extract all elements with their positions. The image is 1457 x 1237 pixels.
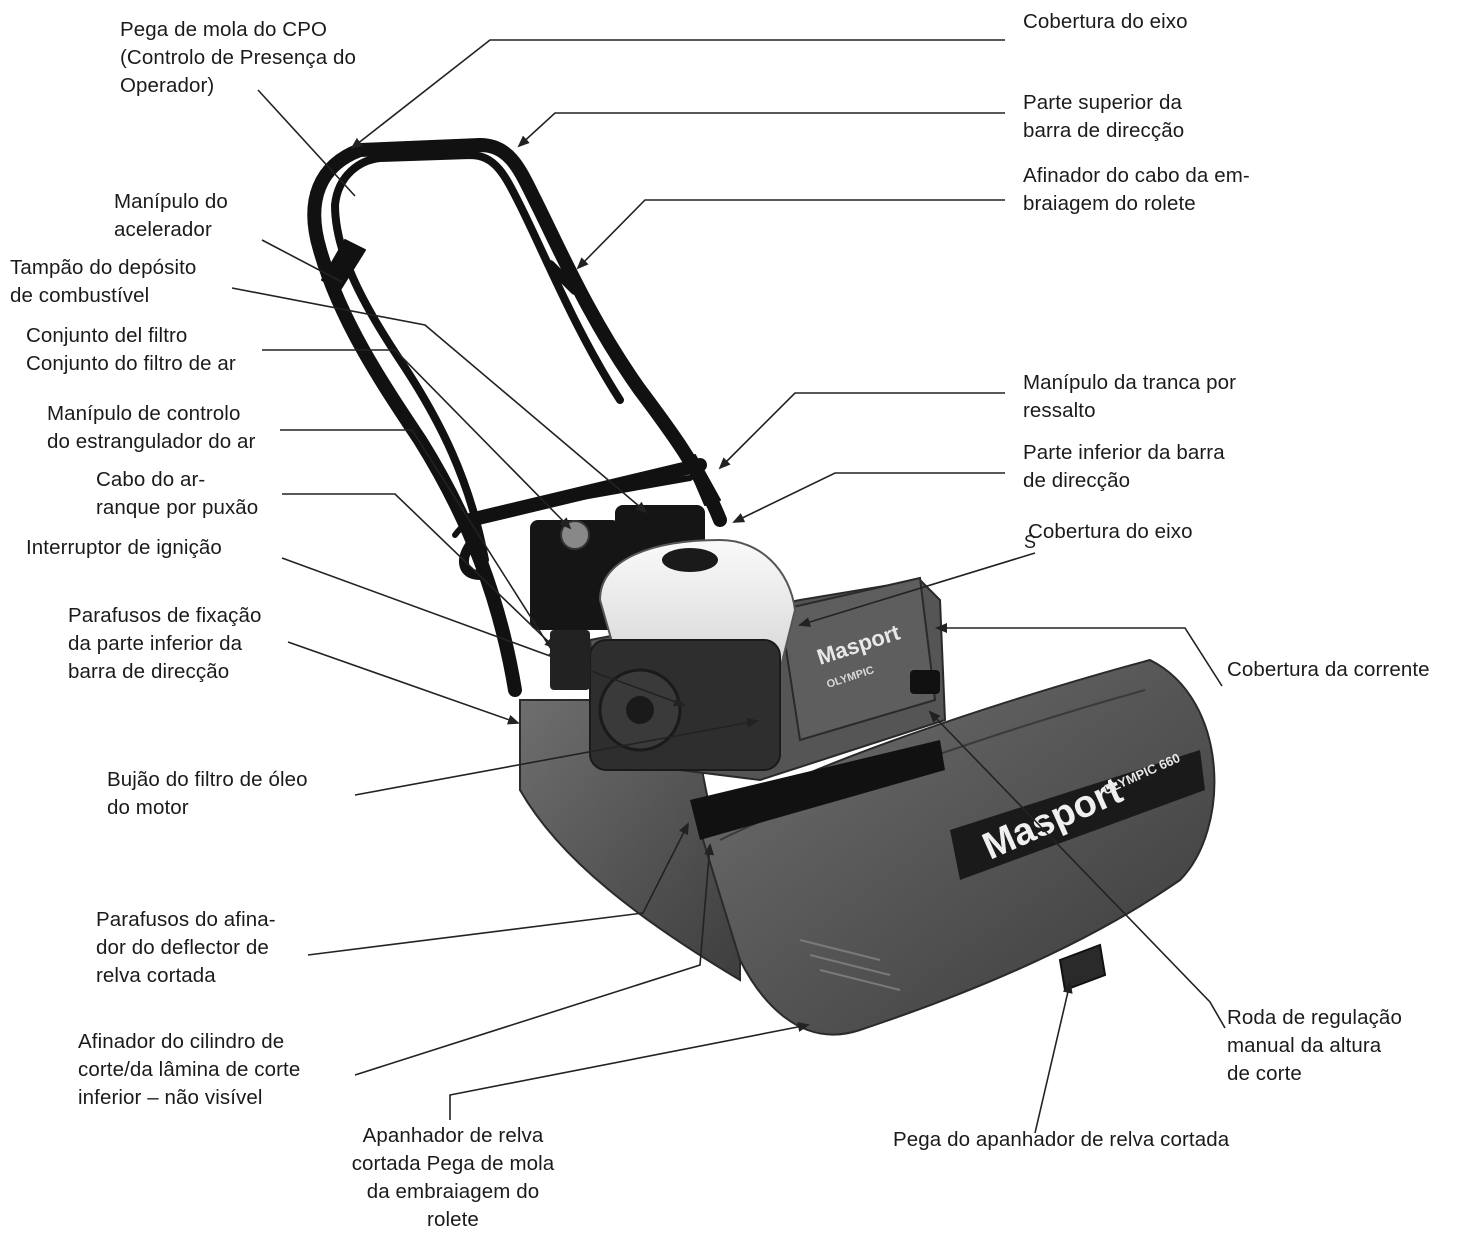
leader-lines [231,39,1226,1134]
label-upper-handle: Parte superior da barra de direcção [1023,91,1185,142]
label-lower-handle: Parte inferior da barra de direcção [1023,441,1225,492]
stray-glyph: S [1024,532,1037,552]
label-latch-lever: Manípulo da tranca por ressalto [1023,371,1237,422]
label-axle-cover-mid: Cobertura do eixo [1028,520,1193,543]
label-oil-plug: Bujão do filtro de óleo do motor [107,768,308,819]
label-handle-bolts: Parafusos de fixação da parte inferior d… [68,604,262,683]
label-opc-spring-handle: Pega de mola do CPO (Controlo de Presenç… [120,18,357,97]
fuel-cap [560,520,590,550]
label-deflector-bolts: Parafusos do afina- dor do deflector de … [96,908,276,987]
label-throttle-lever: Manípulo do acelerador [114,190,228,241]
label-ignition-switch: Interruptor de ignição [26,536,222,559]
label-choke-lever: Manípulo de controlo do estrangulador do… [47,402,256,453]
label-roller-clutch-adjuster: Afinador do cabo da em- braiagem do role… [1023,164,1250,215]
label-grass-catcher: Apanhador de relva cortada Pega de mola … [351,1124,555,1231]
label-filter-assembly: Conjunto del filtro Conjunto do filtro d… [26,324,236,375]
label-catcher-handle: Pega do apanhador de relva cortada [893,1128,1230,1151]
label-chain-cover: Cobertura da corrente [1227,658,1430,681]
label-recoil-starter: Cabo do ar- ranque por puxão [96,468,259,519]
label-fuel-cap: Tampão do depósito de combustível [10,256,197,307]
label-axle-cover-top: Cobertura do eixo [1023,10,1188,33]
label-reel-adjuster: Afinador do cilindro de corte/da lâmina … [78,1030,301,1109]
label-height-wheel: Roda de regulação manual da altura de co… [1227,1006,1402,1085]
